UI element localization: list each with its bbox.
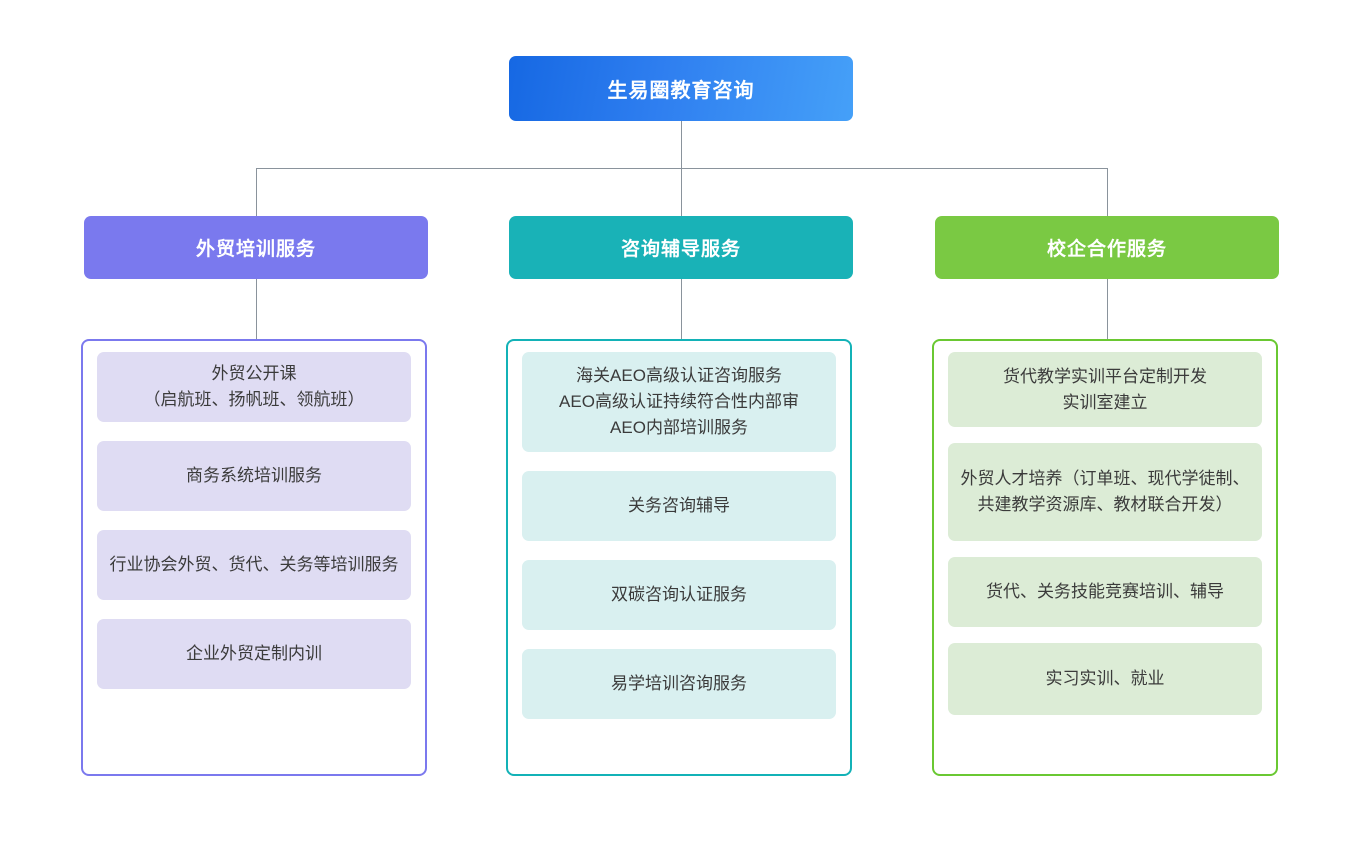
- root-node-label: 生易圈教育咨询: [607, 80, 755, 102]
- leaf-item-label: 外贸公开课 （启航班、扬帆班、领航班）: [143, 364, 365, 409]
- connector-branch-0-to-box: [256, 279, 257, 339]
- connector-bus-to-branch-2: [1107, 168, 1108, 216]
- connector-bus-to-branch-1: [681, 168, 682, 216]
- leaf-item[interactable]: 货代、关务技能竞赛培训、辅导: [948, 557, 1262, 627]
- leaf-item-label: 货代、关务技能竞赛培训、辅导: [986, 582, 1224, 601]
- leaf-item[interactable]: 行业协会外贸、货代、关务等培训服务: [97, 530, 411, 600]
- branch-header-1-label: 咨询辅导服务: [620, 239, 741, 260]
- branch-box-0: 外贸公开课 （启航班、扬帆班、领航班） 商务系统培训服务 行业协会外贸、货代、关…: [81, 339, 427, 776]
- leaf-item[interactable]: 外贸公开课 （启航班、扬帆班、领航班）: [97, 352, 411, 422]
- leaf-item[interactable]: 外贸人才培养（订单班、现代学徒制、共建教学资源库、教材联合开发）: [948, 443, 1262, 541]
- leaf-item-label: 企业外贸定制内训: [186, 644, 322, 663]
- leaf-item[interactable]: 货代教学实训平台定制开发 实训室建立: [948, 352, 1262, 427]
- branch-box-2: 货代教学实训平台定制开发 实训室建立 外贸人才培养（订单班、现代学徒制、共建教学…: [932, 339, 1278, 776]
- connector-root-stem: [681, 121, 682, 168]
- leaf-item-label: 双碳咨询认证服务: [611, 585, 747, 604]
- leaf-item-label: 外贸人才培养（订单班、现代学徒制、共建教学资源库、教材联合开发）: [960, 469, 1250, 514]
- leaf-item-label: 货代教学实训平台定制开发 实训室建立: [1003, 366, 1207, 412]
- leaf-item-label: 易学培训咨询服务: [611, 674, 747, 693]
- leaf-item[interactable]: 企业外贸定制内训: [97, 619, 411, 689]
- branch-header-2-label: 校企合作服务: [1046, 239, 1167, 260]
- leaf-item[interactable]: 实习实训、就业: [948, 643, 1262, 715]
- branch-header-0[interactable]: 外贸培训服务: [84, 216, 428, 279]
- branch-header-0-label: 外贸培训服务: [195, 239, 316, 260]
- branch-header-1[interactable]: 咨询辅导服务: [509, 216, 853, 279]
- branch-box-1: 海关AEO高级认证咨询服务 AEO高级认证持续符合性内部审 AEO内部培训服务 …: [506, 339, 852, 776]
- leaf-item-label: 行业协会外贸、货代、关务等培训服务: [109, 555, 399, 574]
- leaf-item[interactable]: 易学培训咨询服务: [522, 649, 836, 719]
- connector-branch-2-to-box: [1107, 279, 1108, 339]
- root-node[interactable]: 生易圈教育咨询: [509, 56, 853, 121]
- leaf-item[interactable]: 关务咨询辅导: [522, 471, 836, 541]
- branch-header-2[interactable]: 校企合作服务: [935, 216, 1279, 279]
- connector-bus-to-branch-0: [256, 168, 257, 216]
- leaf-item-label: 海关AEO高级认证咨询服务 AEO高级认证持续符合性内部审 AEO内部培训服务: [559, 366, 799, 437]
- leaf-item[interactable]: 海关AEO高级认证咨询服务 AEO高级认证持续符合性内部审 AEO内部培训服务: [522, 352, 836, 452]
- leaf-item-label: 商务系统培训服务: [186, 466, 322, 485]
- leaf-item-label: 关务咨询辅导: [628, 496, 730, 515]
- leaf-item[interactable]: 商务系统培训服务: [97, 441, 411, 511]
- leaf-item[interactable]: 双碳咨询认证服务: [522, 560, 836, 630]
- connector-branch-1-to-box: [681, 279, 682, 339]
- leaf-item-label: 实习实训、就业: [1045, 669, 1165, 688]
